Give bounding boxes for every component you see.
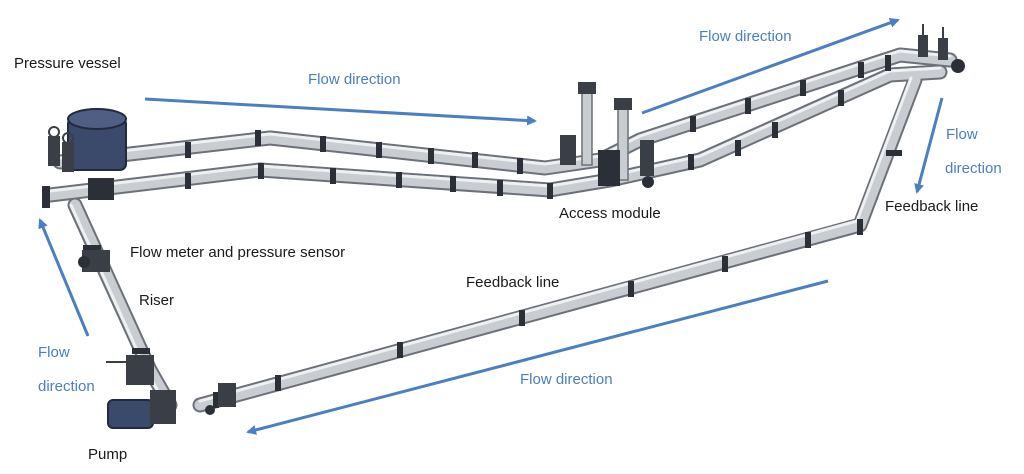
flange [745, 98, 751, 114]
flange [213, 392, 219, 408]
vessel-valve [62, 142, 74, 172]
label-feedback-line-bottom: Feedback line [466, 274, 560, 291]
flange [547, 183, 553, 199]
pressure-vessel-assembly [48, 108, 127, 200]
flange [275, 375, 281, 391]
flange [330, 168, 336, 184]
pump-assembly [106, 355, 236, 429]
pipe-highlights [48, 49, 952, 407]
flange [517, 158, 523, 174]
pump-outlet-valve [218, 383, 236, 407]
label-access-module: Access module [559, 205, 661, 222]
right-valve [918, 35, 928, 57]
label-riser: Riser [139, 292, 175, 309]
flange [857, 219, 863, 235]
pipe-flanges [42, 55, 902, 408]
flange [428, 148, 434, 164]
access-module-assembly [560, 82, 654, 188]
access-valve [598, 150, 620, 186]
flange [132, 348, 150, 354]
flange [83, 245, 101, 251]
flow-label-left-line2: direction [38, 378, 95, 395]
label-pump: Pump [88, 446, 128, 463]
flange [397, 342, 403, 358]
flow-label-top-right: Flow direction [699, 28, 792, 45]
flow-meter-assembly [78, 250, 110, 272]
flange [519, 310, 525, 326]
pump-housing [150, 390, 176, 424]
flange [185, 142, 191, 158]
flange [450, 176, 456, 192]
flange [688, 154, 694, 170]
access-valve [560, 135, 576, 165]
access-cap [614, 98, 632, 110]
riser-pipe [69, 199, 176, 411]
vessel-top [67, 108, 127, 130]
flange [376, 142, 382, 158]
arrow-top-right [641, 18, 900, 115]
flange [42, 186, 50, 208]
flange [185, 173, 191, 189]
flow-meter-body [82, 250, 110, 272]
flow-label-bottom: Flow direction [520, 371, 613, 388]
pump-valve [126, 355, 154, 385]
flow-label-top-left: Flow direction [308, 71, 401, 88]
flange [258, 163, 264, 179]
flow-label-left-line1: Flow [38, 344, 70, 361]
flange [800, 80, 806, 96]
right-end-cap [951, 59, 965, 73]
flange [886, 150, 902, 156]
arrow-top-left [144, 97, 537, 126]
vessel-valve [48, 136, 60, 166]
flange [628, 281, 634, 297]
flange [735, 140, 741, 156]
label-pressure-vessel: Pressure vessel [14, 55, 121, 72]
valve-handwheel [62, 132, 74, 144]
flange [396, 172, 402, 188]
flange [722, 256, 728, 272]
flow-label-right-line1: Flow [946, 126, 978, 143]
flange [255, 130, 261, 146]
flange [858, 62, 864, 78]
access-riser-pipe [581, 89, 593, 166]
right-valve [938, 38, 948, 60]
flange [805, 232, 811, 248]
valve-handwheel [48, 126, 60, 138]
vessel-fitting [88, 178, 114, 200]
pump-outlet-flange [205, 405, 215, 415]
flange [885, 55, 891, 71]
flange [472, 152, 478, 168]
pump-motor [107, 399, 154, 429]
label-feedback-line-right: Feedback line [885, 198, 979, 215]
arrow-right [914, 97, 944, 194]
flow-label-right-line2: direction [945, 160, 1002, 177]
flange [497, 180, 503, 196]
flange [838, 90, 844, 106]
arrow-bottom [246, 279, 829, 435]
access-flange [642, 176, 654, 188]
arrow-left [38, 218, 90, 337]
access-cap [578, 82, 596, 94]
flow-meter-flange [78, 256, 90, 268]
access-valve [640, 140, 654, 176]
label-flow-meter: Flow meter and pressure sensor [130, 244, 346, 261]
flow-arrows [38, 18, 944, 435]
right-valve-assembly [918, 24, 965, 73]
flange [772, 122, 778, 138]
flange [690, 116, 696, 132]
flange [320, 136, 326, 152]
